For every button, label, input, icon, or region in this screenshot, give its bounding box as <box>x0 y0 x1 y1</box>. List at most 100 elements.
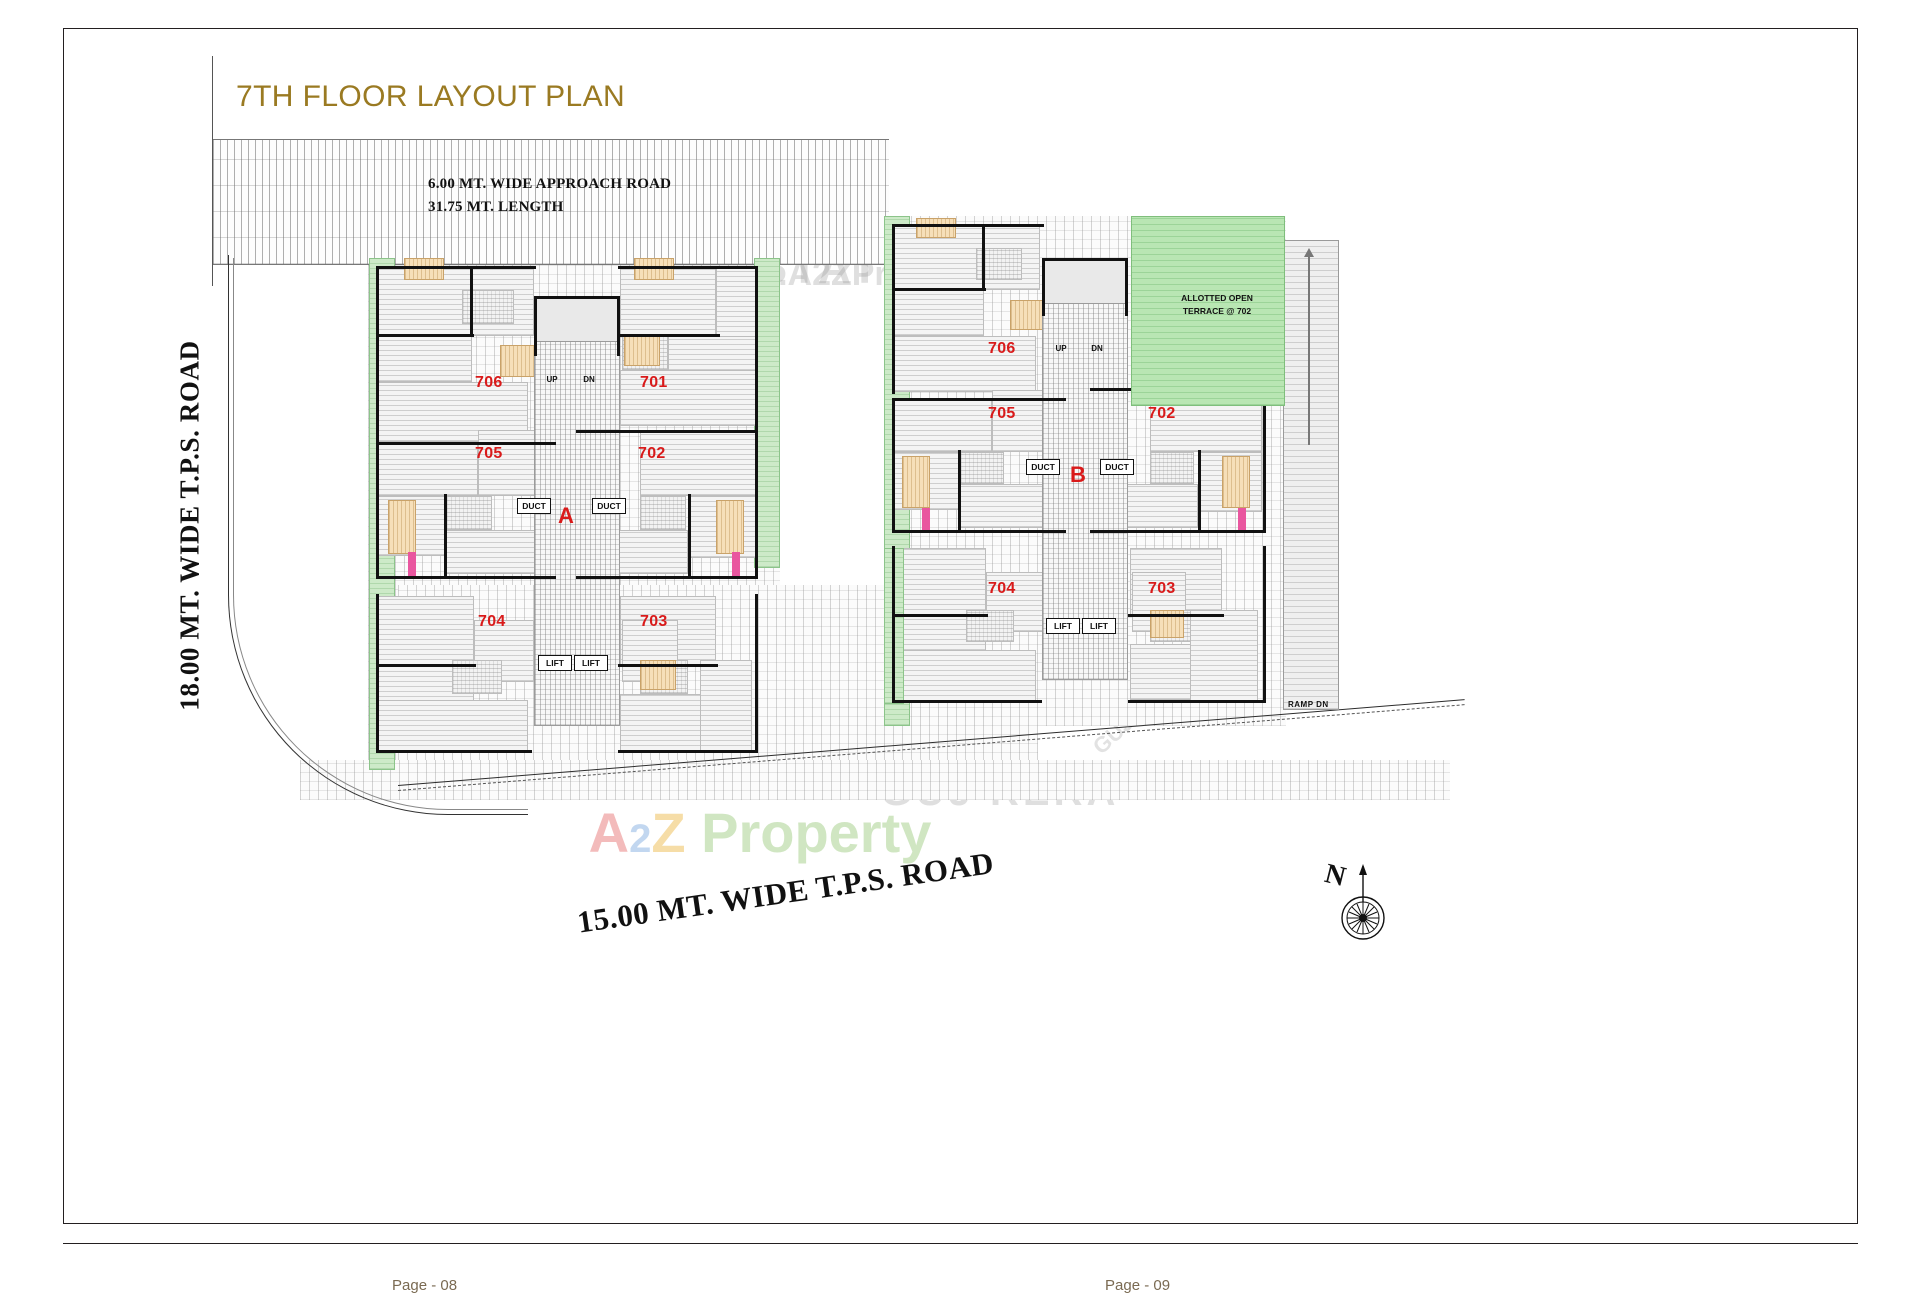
block-letter-b: B <box>1070 462 1086 487</box>
block-a-room <box>700 660 752 752</box>
block-b-room <box>894 400 992 452</box>
terrace-label-line1: ALLOTTED OPEN <box>1181 293 1253 303</box>
block-a-core-wall <box>534 296 620 299</box>
block-a-room <box>620 694 716 752</box>
unit-number-706-b: 706 <box>988 340 1016 357</box>
approach-road-length: 31.75 MT. LENGTH <box>428 199 564 216</box>
terrace-label-line2: TERRACE @ 702 <box>1182 305 1252 316</box>
block-a-room <box>378 444 478 496</box>
footer-divider <box>63 1243 1858 1244</box>
block-b-wall <box>892 224 895 394</box>
unit-number-706-a: 706 <box>475 374 503 391</box>
unit-number-705-a: 705 <box>475 445 503 462</box>
block-b-toilet <box>1150 452 1194 484</box>
block-a-room <box>378 336 472 382</box>
block-letter-a: A <box>558 503 574 528</box>
lift-left-label-b: LIFT <box>1046 618 1080 634</box>
block-b-wall <box>892 546 895 702</box>
duct-right-label-b: DUCT <box>1100 459 1134 475</box>
unit-number-705-b: 705 <box>988 405 1016 422</box>
block-a-wall <box>618 334 720 337</box>
block-a-wall <box>376 442 379 578</box>
unit-number-704-b: 704 <box>988 580 1016 597</box>
block-b-wall <box>1128 700 1266 703</box>
block-b-room <box>894 290 984 336</box>
block-b-wood-area <box>1010 300 1046 330</box>
lift-left-label-a: LIFT <box>538 655 572 671</box>
page-label-right: Page - 09 <box>1105 1277 1171 1294</box>
block-a-wall <box>376 664 476 667</box>
block-a-toilet <box>446 496 492 530</box>
unit-number-703-b: 703 <box>1148 580 1176 597</box>
block-a-wall <box>618 266 758 269</box>
allotted-open-terrace-area <box>1131 216 1285 406</box>
block-a-core-wall <box>617 296 620 356</box>
block-b-wall <box>892 398 1066 401</box>
block-a-wall <box>618 664 718 667</box>
block-a-wall <box>470 266 473 336</box>
block-b-wood-area <box>916 218 956 238</box>
block-a-wall <box>576 430 758 433</box>
left-road-label: 18.00 MT. WIDE T.P.S. ROAD <box>174 340 205 711</box>
block-a-wall <box>376 266 536 269</box>
page-title: 7TH FLOOR LAYOUT PLAN <box>236 80 626 113</box>
block-b-core-wall <box>1042 258 1128 261</box>
unit-number-703-a: 703 <box>640 613 668 630</box>
lift-right-label-b: LIFT <box>1082 618 1116 634</box>
block-b-room <box>894 650 1036 702</box>
block-a-room <box>378 596 474 666</box>
block-a-toilet <box>640 496 686 530</box>
unit-number-704-a: 704 <box>478 613 506 630</box>
compass-rose-icon <box>1341 864 1385 940</box>
approach-road-width: 6.00 MT. WIDE APPROACH ROAD <box>428 176 672 192</box>
block-b-toilet <box>960 452 1004 484</box>
block-a-wall <box>376 266 379 444</box>
block-b-core-wall <box>1125 258 1128 316</box>
approach-road-label: 6.00 MT. WIDE APPROACH ROAD 31.75 MT. LE… <box>428 173 671 220</box>
block-a-wood-area <box>634 258 674 280</box>
block-a-wall <box>376 334 474 337</box>
page-label-left: Page - 08 <box>392 1277 458 1294</box>
block-a-wall <box>688 494 691 578</box>
block-b-wall <box>892 398 895 532</box>
block-a-stair-landing <box>536 298 618 342</box>
block-b-feature <box>1238 508 1246 530</box>
block-a-green-margin-right <box>754 258 780 568</box>
block-a-wall <box>755 430 758 578</box>
block-b-feature <box>922 508 930 530</box>
block-a-room <box>640 432 756 496</box>
terrace-label: ALLOTTED OPEN TERRACE @ 702 <box>1167 292 1267 318</box>
block-b-stair-landing <box>1044 260 1126 304</box>
block-a-wall <box>576 576 758 579</box>
block-b-wall <box>958 450 961 532</box>
block-a-wood-area <box>404 258 444 280</box>
block-a-wall <box>376 442 556 445</box>
block-a-room <box>378 700 528 752</box>
block-a-room <box>620 370 756 426</box>
duct-right-label-a: DUCT <box>592 498 626 514</box>
block-b-wall <box>1090 530 1266 533</box>
block-a-feature <box>408 552 416 576</box>
block-b-room <box>1190 610 1258 702</box>
block-b-wall <box>982 224 985 290</box>
block-b-room <box>894 548 986 616</box>
approach-road-hatch <box>213 139 889 265</box>
ramp-label: RAMP DN <box>1288 700 1329 709</box>
block-b-wood-area <box>902 456 930 508</box>
block-a-wood-area <box>716 500 744 554</box>
ramp-direction-arrow-icon <box>1304 248 1314 445</box>
block-a-core-wall <box>534 296 537 356</box>
stair-up-label-b: UP <box>1055 344 1067 353</box>
block-b-wall <box>892 700 1042 703</box>
block-a-wall <box>376 750 532 753</box>
lift-right-label-a: LIFT <box>574 655 608 671</box>
block-a-room <box>620 268 716 336</box>
block-b-wall <box>892 288 986 291</box>
block-a-wood-area <box>624 336 660 366</box>
duct-left-label-b: DUCT <box>1026 459 1060 475</box>
block-a-wall <box>755 594 758 752</box>
block-b-wall <box>1263 546 1266 702</box>
stair-down-label-b: DN <box>1091 344 1103 353</box>
plot-left-edge <box>212 56 213 286</box>
block-a-wall <box>618 750 758 753</box>
